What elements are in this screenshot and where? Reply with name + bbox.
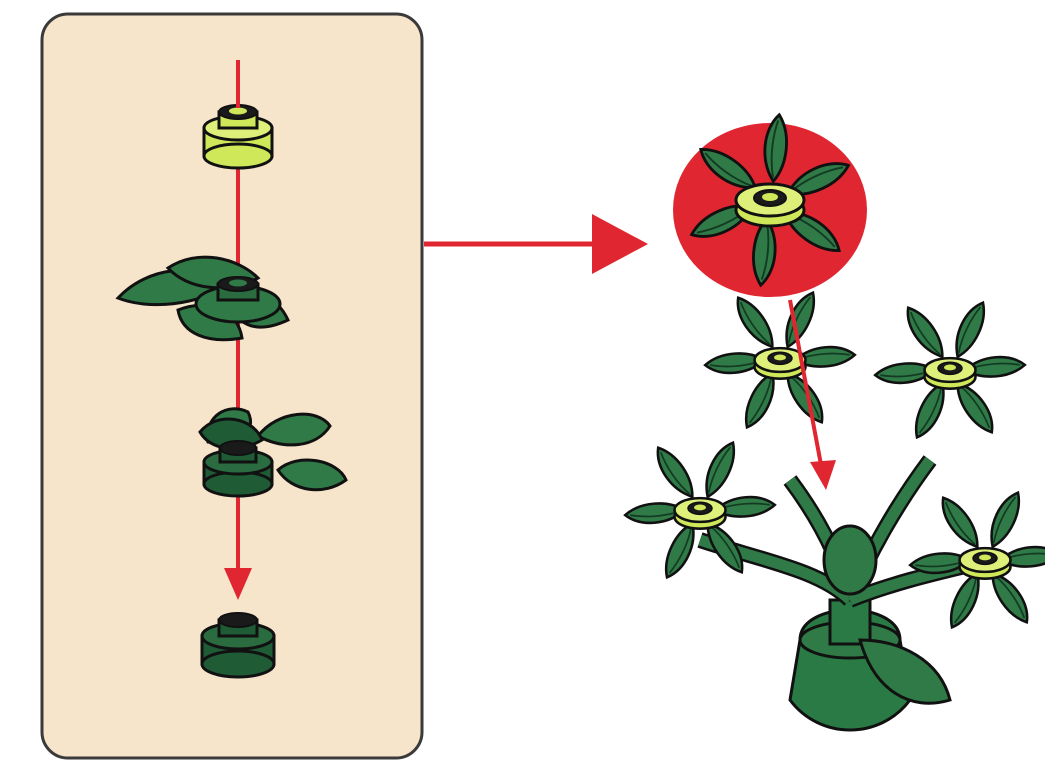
flower-back-right — [875, 299, 1025, 441]
arrow-icon — [592, 214, 648, 274]
arrow-icon — [810, 460, 836, 490]
flower-right — [910, 489, 1045, 631]
new-flower-subassembly — [678, 113, 862, 292]
flower-back-left — [705, 289, 855, 431]
plant-assembly — [625, 289, 1045, 730]
